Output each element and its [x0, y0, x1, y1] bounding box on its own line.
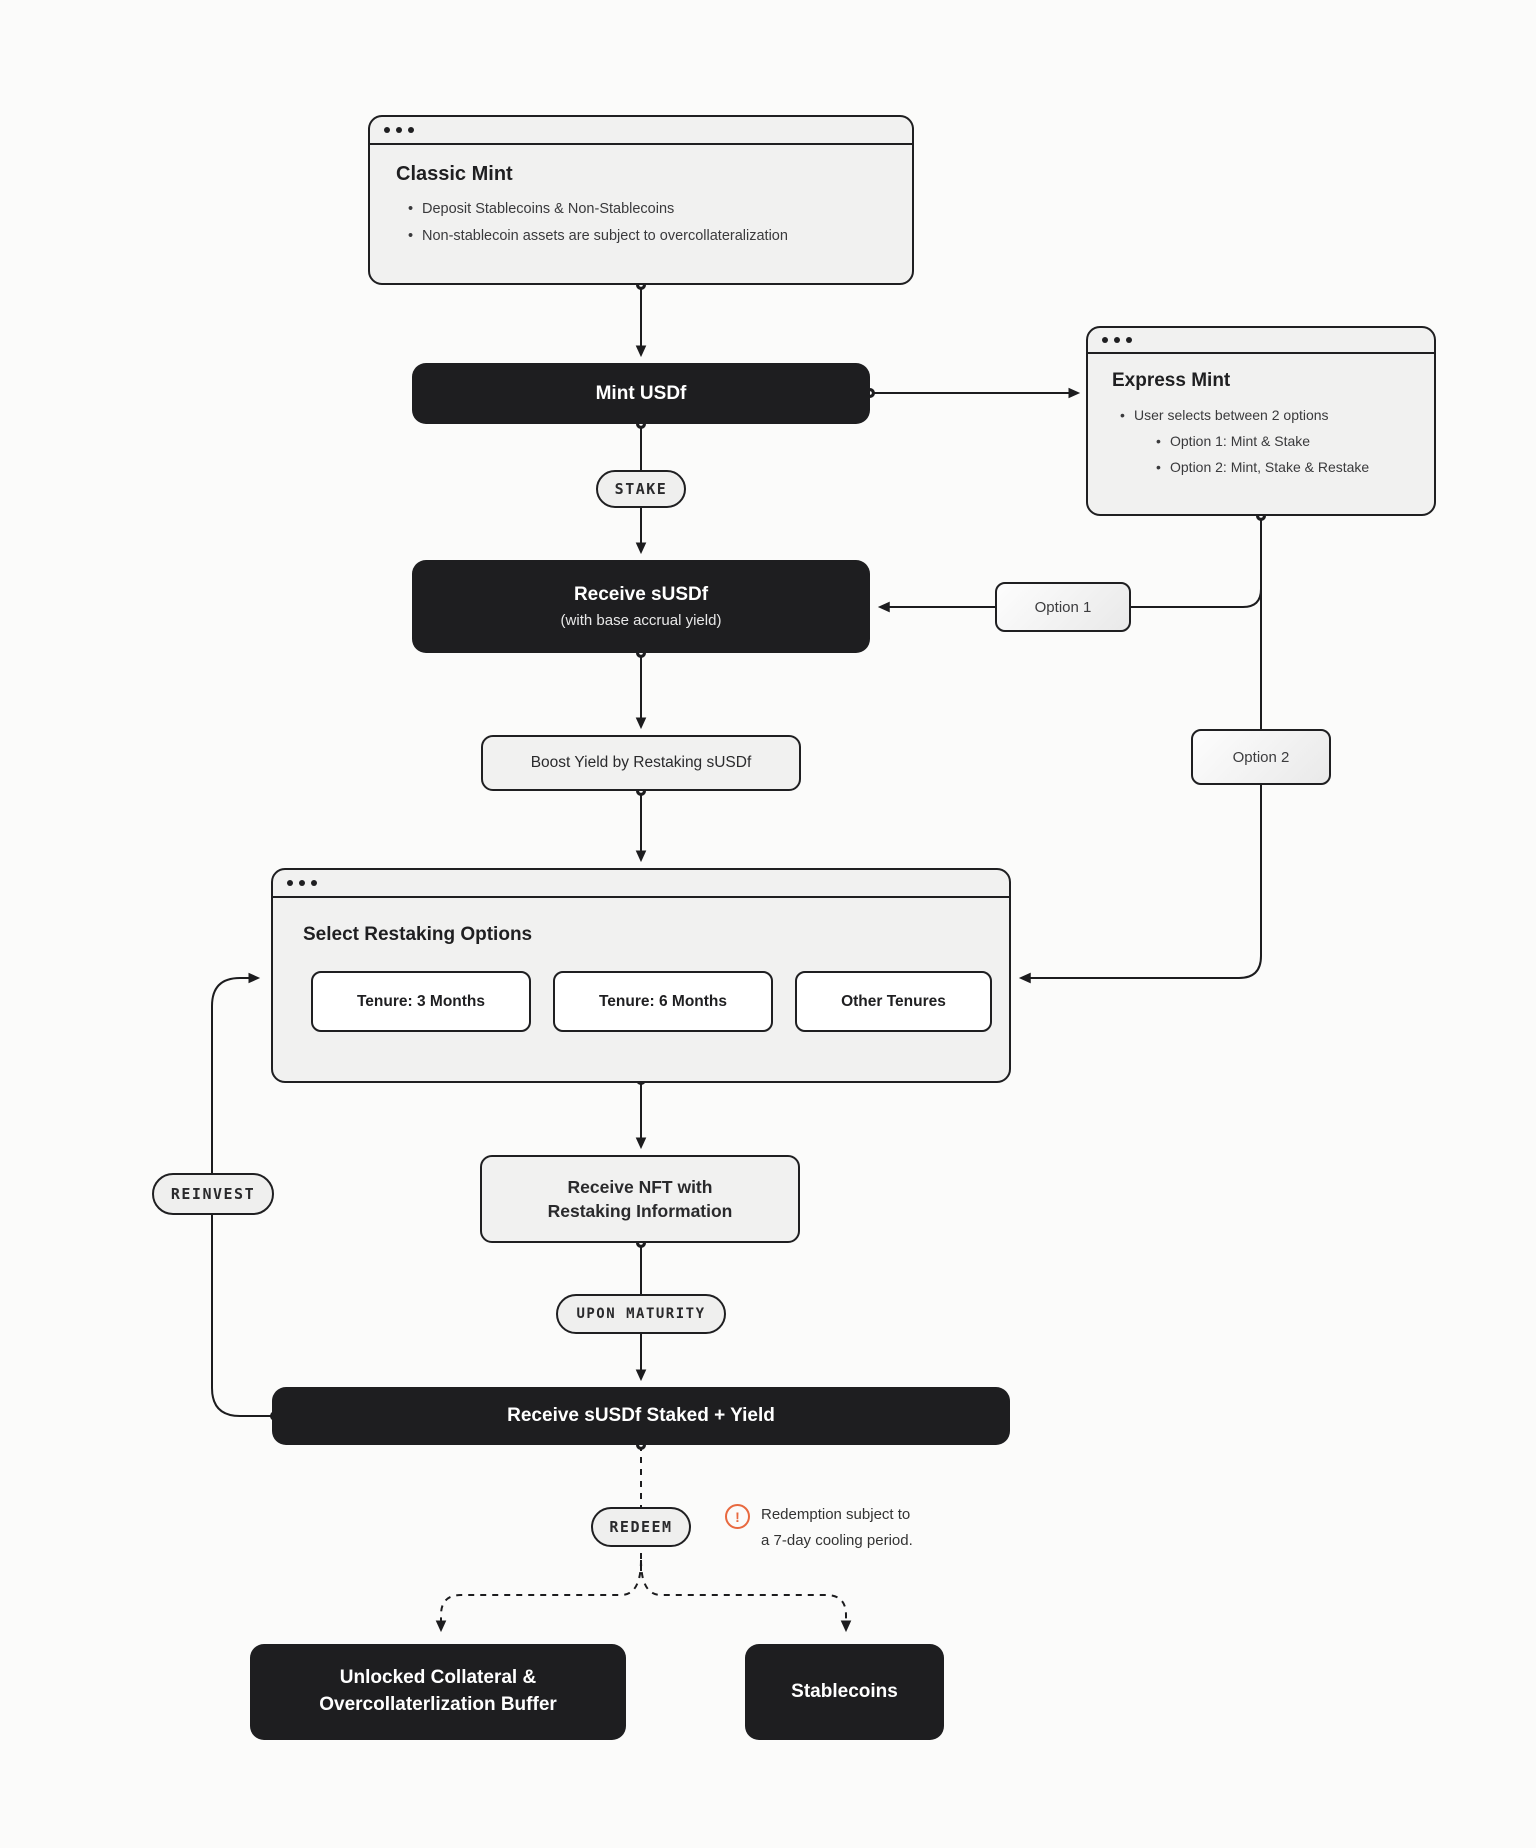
reinvest-edge-label: REINVEST — [152, 1173, 274, 1215]
upon-maturity-edge-label: UPON MATURITY — [556, 1294, 726, 1334]
warning-line1: Redemption subject to — [761, 1506, 911, 1523]
stablecoins-label: Stablecoins — [791, 1681, 898, 1702]
receive-susdf-node: Receive sUSDf (with base accrual yield) — [412, 560, 870, 653]
boost-yield-node: Boost Yield by Restaking sUSDf — [481, 735, 801, 791]
window-dot-icon — [396, 127, 402, 133]
classic-mint-title: Classic Mint — [396, 163, 513, 185]
receive-staked-yield-node: Receive sUSDf Staked + Yield — [272, 1387, 1010, 1445]
receive-staked-yield-label: Receive sUSDf Staked + Yield — [507, 1405, 775, 1426]
tenure-6-months-button[interactable]: Tenure: 6 Months — [553, 971, 773, 1032]
receive-susdf-subtitle: (with base accrual yield) — [560, 612, 722, 629]
redeem-edge-label: REDEEM — [591, 1507, 691, 1547]
warning-icon: ! — [725, 1504, 750, 1529]
receive-nft-line1: Receive NFT with — [567, 1176, 713, 1197]
tenure-options: Tenure: 3 Months Tenure: 6 Months Other … — [311, 971, 992, 1032]
window-dot-icon — [311, 880, 317, 886]
stablecoins-node: Stablecoins — [745, 1644, 944, 1740]
window-dot-icon — [408, 127, 414, 133]
window-dot-icon — [384, 127, 390, 133]
tenure-3-months-button[interactable]: Tenure: 3 Months — [311, 971, 531, 1032]
stake-edge-label: STAKE — [596, 470, 686, 508]
receive-nft-node: Receive NFT with Restaking Information — [480, 1155, 800, 1243]
unlocked-collateral-node: Unlocked Collateral & Overcollaterlizati… — [250, 1644, 626, 1740]
window-dot-icon — [1114, 337, 1120, 343]
redemption-warning-text: Redemption subject to a 7-day cooling pe… — [761, 1502, 913, 1555]
receive-susdf-title: Receive sUSDf — [573, 584, 709, 605]
classic-mint-window: Classic Mint Deposit Stablecoins & Non-S… — [368, 115, 914, 285]
other-tenures-button[interactable]: Other Tenures — [795, 971, 992, 1032]
window-dot-icon — [1126, 337, 1132, 343]
mint-usdf-label: Mint USDf — [595, 382, 687, 404]
select-restaking-title: Select Restaking Options — [303, 924, 533, 945]
bullet-item: Non-stablecoin assets are subject to ove… — [406, 223, 912, 250]
window-titlebar — [1088, 328, 1434, 354]
bullet-item: Deposit Stablecoins & Non-Stablecoins — [406, 196, 912, 223]
window-dot-icon — [299, 880, 305, 886]
window-dot-icon — [1102, 337, 1108, 343]
bullet-item: Option 2: Mint, Stake & Restake — [1154, 454, 1434, 480]
receive-nft-line2: Restaking Information — [547, 1201, 733, 1221]
option-1-label: Option 1 — [995, 582, 1131, 632]
redemption-warning: ! Redemption subject to a 7-day cooling … — [725, 1502, 913, 1555]
option-2-label: Option 2 — [1191, 729, 1331, 785]
express-mint-bullets: User selects between 2 options Option 1:… — [1118, 402, 1434, 480]
bullet-item: User selects between 2 options Option 1:… — [1118, 402, 1434, 480]
warning-line2: a 7-day cooling period. — [761, 1532, 913, 1550]
select-restaking-window: Select Restaking Options Tenure: 3 Month… — [271, 868, 1011, 1083]
window-titlebar — [370, 117, 912, 145]
window-dot-icon — [287, 880, 293, 886]
express-mint-sub-bullets: Option 1: Mint & Stake Option 2: Mint, S… — [1154, 428, 1434, 480]
mint-usdf-node: Mint USDf — [412, 363, 870, 424]
unlocked-collateral-line2: Overcollaterlization Buffer — [319, 1694, 557, 1715]
bullet-item: Option 1: Mint & Stake — [1154, 428, 1434, 454]
unlocked-collateral-line1: Unlocked Collateral & — [339, 1667, 537, 1689]
express-mint-window: Express Mint User selects between 2 opti… — [1086, 326, 1436, 516]
express-mint-title: Express Mint — [1112, 370, 1231, 391]
classic-mint-bullets: Deposit Stablecoins & Non-Stablecoins No… — [406, 196, 912, 250]
window-titlebar — [273, 870, 1009, 898]
